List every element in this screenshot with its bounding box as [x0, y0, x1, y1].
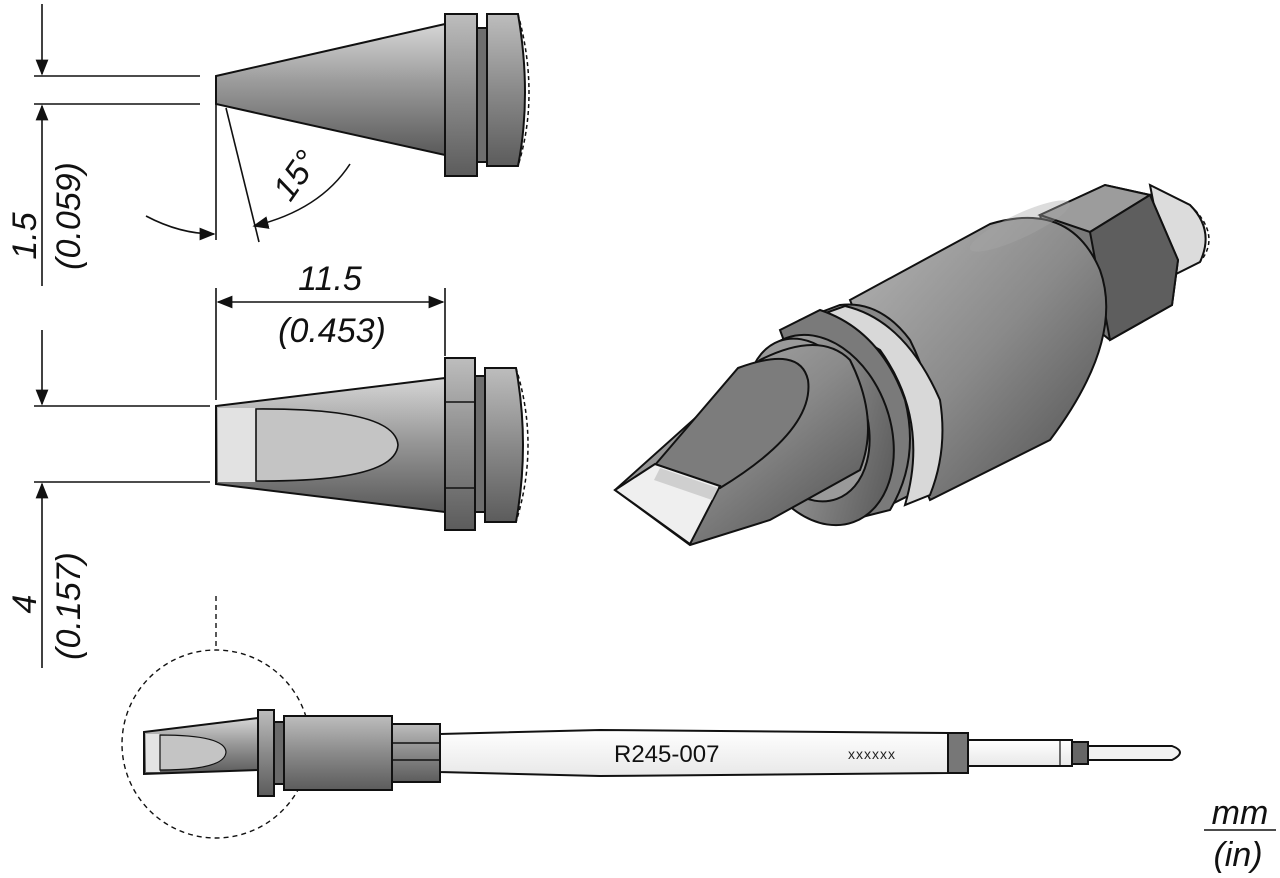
units-in-label: (in): [1213, 836, 1262, 874]
length-in-label: (0.453): [278, 312, 386, 350]
top-view-tip: [215, 357, 529, 531]
full-cartridge-view: R245-007 xxxxxx: [121, 596, 1181, 839]
width-mm-label: 4: [6, 595, 44, 614]
thickness-in-label: (0.059): [50, 162, 88, 270]
serial-number-label: xxxxxx: [848, 746, 896, 762]
length-dimension: 11.5 (0.453): [215, 260, 446, 400]
isometric-view-tip: [613, 183, 1210, 547]
side-view-tip: [215, 13, 530, 177]
model-number-label: R245-007: [614, 741, 719, 768]
width-dimension: 4 (0.157): [6, 330, 210, 668]
length-mm-label: 11.5: [298, 260, 362, 298]
thickness-mm-label: 1.5: [6, 212, 44, 259]
units-mm-label: mm: [1212, 794, 1269, 832]
units-legend: mm (in): [1204, 794, 1276, 874]
width-in-label: (0.157): [50, 552, 88, 660]
thickness-dimension: 1.5 (0.059): [6, 4, 200, 286]
